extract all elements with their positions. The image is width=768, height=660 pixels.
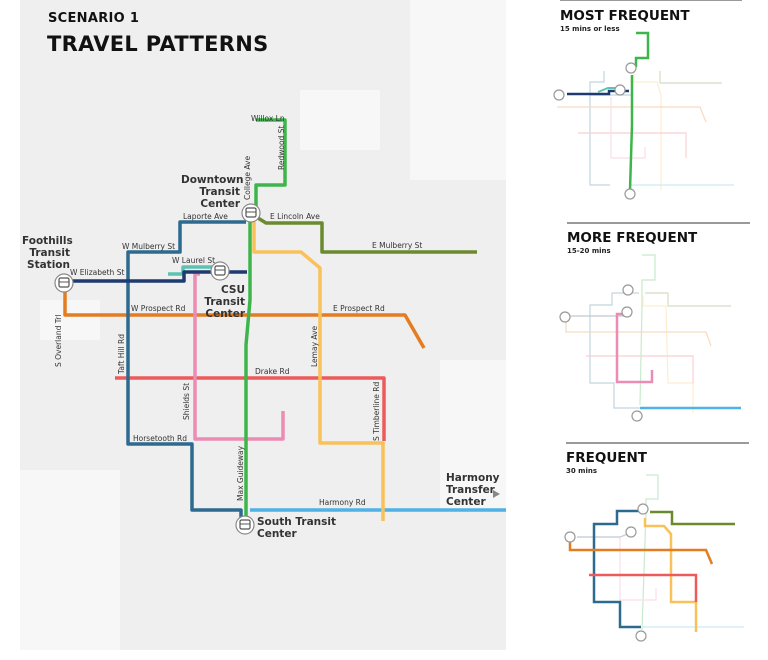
mini-map-most-frequent bbox=[553, 31, 734, 200]
street-label-e-prospect: E Prospect Rd bbox=[333, 304, 385, 313]
route-max-south bbox=[244, 222, 252, 518]
route-max bbox=[254, 118, 287, 213]
route-drake bbox=[115, 376, 386, 441]
street-label-harmony: Harmony Rd bbox=[319, 498, 366, 507]
panel-subtitle: 15 mins or less bbox=[560, 25, 620, 33]
arrow-right-icon bbox=[493, 490, 500, 498]
divider bbox=[566, 442, 749, 444]
street-label-shields: Shields St bbox=[182, 382, 191, 420]
bus-icon-downtown bbox=[241, 203, 261, 223]
panel-subtitle: 30 mins bbox=[566, 467, 598, 475]
divider bbox=[567, 222, 750, 224]
panel-subtitle: 15-20 mins bbox=[567, 247, 611, 255]
bus-icon-foothills bbox=[54, 273, 74, 293]
panel-most-frequent: MOST FREQUENT 15 mins or less bbox=[560, 0, 750, 33]
street-label-willox: Willox Ln bbox=[251, 114, 285, 123]
street-label-e-lincoln: E Lincoln Ave bbox=[270, 212, 320, 221]
street-label-e-mulberry: E Mulberry St bbox=[372, 241, 423, 250]
panel-frequent: FREQUENT 30 mins bbox=[566, 442, 756, 475]
page-title: TRAVEL PATTERNS bbox=[47, 32, 269, 56]
street-label-w-prospect: W Prospect Rd bbox=[131, 304, 186, 313]
street-label-w-laurel: W Laurel St bbox=[172, 256, 216, 265]
street-label-college: College Ave bbox=[243, 155, 252, 200]
panel-title: MOST FREQUENT bbox=[560, 8, 690, 24]
street-label-laporte: Laporte Ave bbox=[183, 212, 228, 221]
mini-map-frequent bbox=[564, 474, 744, 642]
route-laurel bbox=[168, 265, 212, 276]
bus-icon-csu bbox=[210, 261, 230, 281]
route-prospect bbox=[63, 288, 426, 349]
street-label-horsetooth: Horsetooth Rd bbox=[133, 434, 188, 443]
street-label-taft-hill: Taft Hill Rd bbox=[117, 333, 126, 374]
route-taft-hill bbox=[126, 220, 246, 518]
panel-title: FREQUENT bbox=[566, 450, 648, 466]
street-label-timberline: S Timberline Rd bbox=[372, 381, 381, 441]
route-mulberry bbox=[257, 216, 477, 254]
panel-title: MORE FREQUENT bbox=[567, 230, 698, 246]
divider bbox=[560, 0, 742, 1]
panel-more-frequent: MORE FREQUENT 15-20 mins bbox=[567, 222, 757, 255]
street-label-redwood: Redwood St bbox=[277, 125, 286, 170]
scenario-label: SCENARIO 1 bbox=[48, 11, 140, 26]
street-label-max-guideway: Max Guideway bbox=[236, 445, 245, 501]
route-shields bbox=[193, 272, 285, 441]
route-lemay bbox=[252, 222, 385, 521]
street-label-drake: Drake Rd bbox=[255, 367, 290, 376]
street-label-w-mulberry: W Mulberry St bbox=[122, 242, 176, 251]
street-label-lemay: Lemay Ave bbox=[310, 325, 319, 367]
mini-map-more-frequent bbox=[559, 254, 741, 422]
map-background bbox=[20, 0, 506, 650]
street-label-s-overland: S Overland Trl bbox=[54, 314, 63, 367]
street-label-w-elizabeth: W Elizabeth St bbox=[70, 268, 125, 277]
bus-icon-south bbox=[235, 515, 255, 535]
